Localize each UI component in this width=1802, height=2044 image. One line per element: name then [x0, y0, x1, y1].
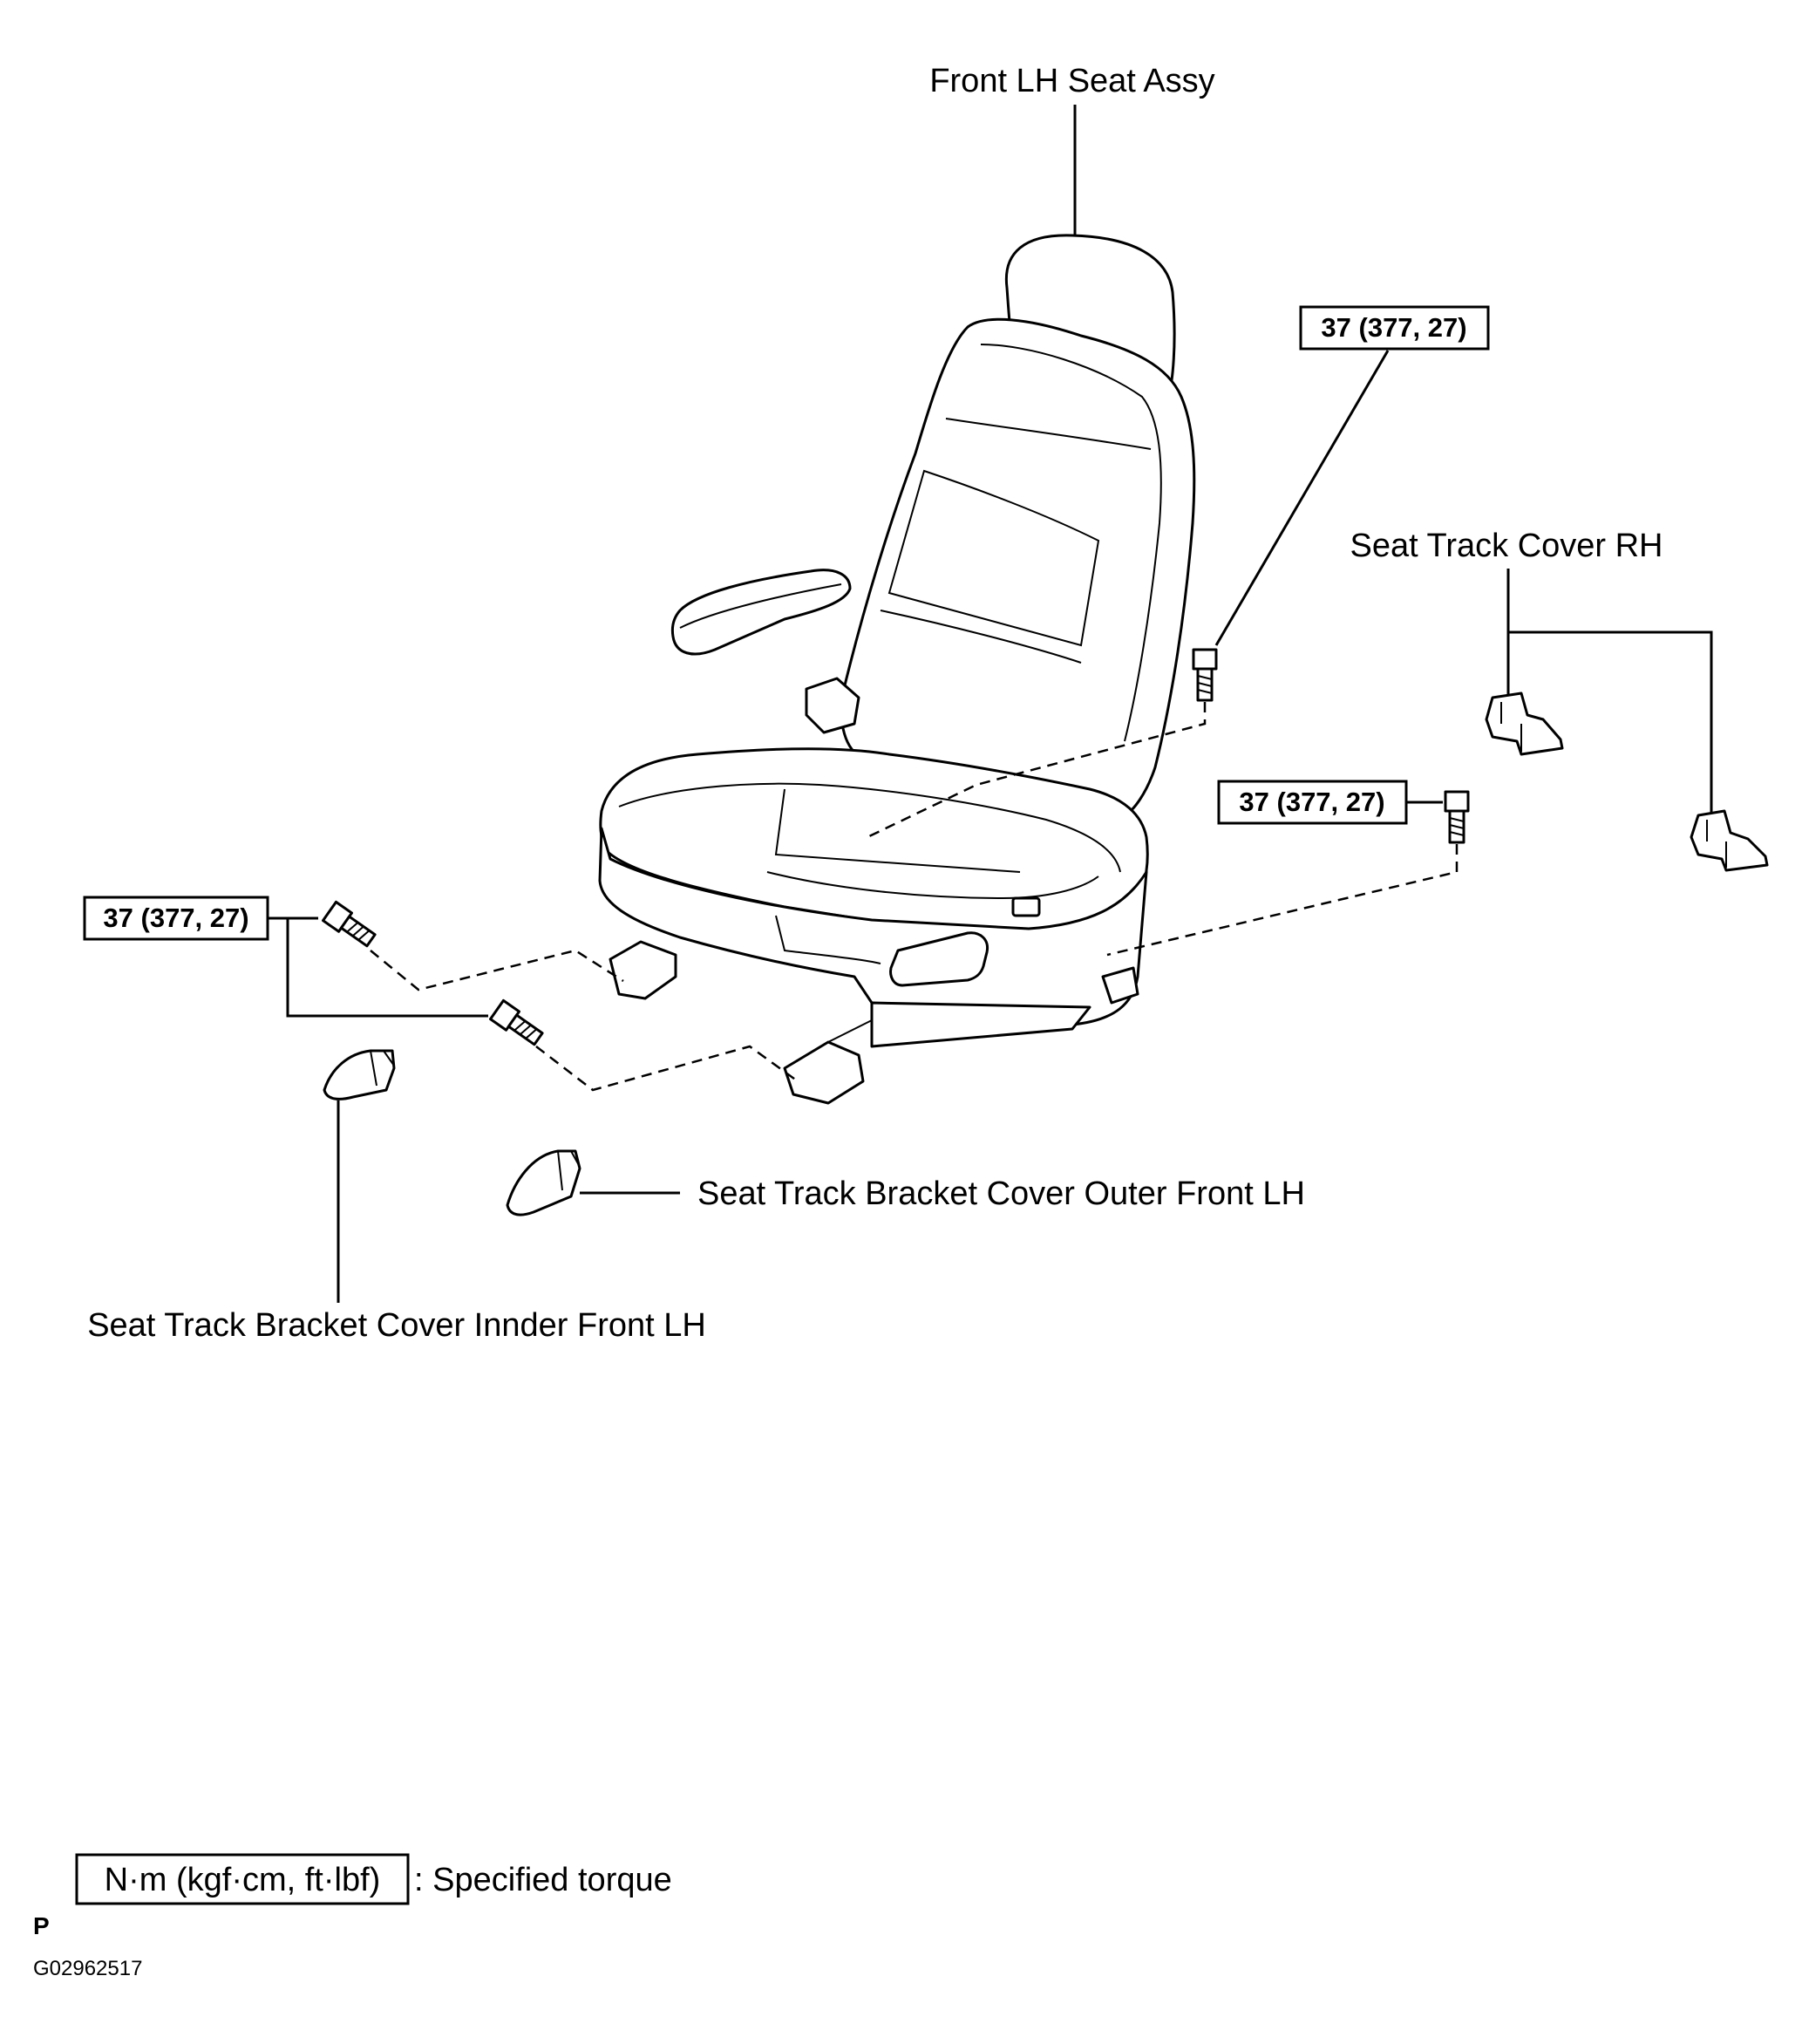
track-bracket-rear-outer: [1101, 966, 1139, 1005]
track-cover-rh-label: Seat Track Cover RH: [1350, 528, 1663, 564]
seat-assy-label: Front LH Seat Assy: [929, 63, 1214, 99]
legend-unit-box: [75, 1853, 410, 1905]
seat-track-frame: [870, 1001, 1091, 1048]
torque-spec-left: 37 (377, 27): [83, 896, 269, 941]
track-rail: [827, 1019, 873, 1043]
front-lh-seat-assy: [598, 234, 1196, 1105]
torque-value: 37 (377, 27): [1321, 312, 1466, 343]
footer-letter: P: [33, 1912, 50, 1939]
cushion-seam: [775, 915, 881, 964]
install-line-left-upper: [370, 949, 624, 991]
legend-unit: N·m (kgf·cm, ft·lbf): [105, 1862, 381, 1898]
bolt-icon: [489, 998, 544, 1046]
track-bracket-rear-inner: [609, 940, 677, 1000]
seatback-panel: [887, 469, 1100, 647]
install-line-mid-right: [1106, 844, 1459, 957]
torque-box: [83, 896, 269, 941]
seatback: [840, 317, 1196, 817]
torque-spec-mid-right: 37 (377, 27): [1217, 780, 1408, 825]
seatback-seam: [980, 344, 1162, 742]
seatback-seam: [880, 610, 1082, 664]
torque-value: 37 (377, 27): [103, 903, 248, 933]
seat-track-bracket-cover-inner-front-lh: [323, 1049, 396, 1100]
bolt-icon: [1192, 648, 1218, 702]
seatbelt-buckle: [805, 677, 860, 734]
install-line-left-lower: [535, 1045, 799, 1092]
bolt-icon: [1444, 790, 1470, 844]
torque-legend: N·m (kgf·cm, ft·lbf) : Specified torque: [75, 1853, 672, 1905]
torque-leader-left-lower: [286, 918, 488, 1018]
cushion-seam: [618, 782, 1121, 873]
armrest-seam: [679, 583, 842, 629]
seatback-seam: [945, 418, 1152, 450]
cushion-seam: [766, 871, 1099, 900]
seat-track-cover-rh-front: [1690, 809, 1769, 872]
seat-cushion-side: [598, 827, 1148, 1026]
torque-value: 37 (377, 27): [1239, 787, 1384, 817]
bracket-cover-outer-label: Seat Track Bracket Cover Outer Front LH: [697, 1175, 1305, 1212]
torque-leader-top-right: [1214, 350, 1390, 646]
figure-code: G02962517: [33, 1957, 142, 1980]
bolt-icon: [322, 900, 377, 948]
track-bracket-front-inner: [783, 1040, 865, 1105]
power-seat-switch: [889, 931, 989, 987]
switch-knob: [1011, 896, 1041, 917]
bracket-cover-inner-label: Seat Track Bracket Cover Innder Front LH: [87, 1307, 706, 1344]
torque-box: [1299, 305, 1490, 351]
torque-spec-top-right: 37 (377, 27): [1299, 305, 1490, 351]
armrest: [670, 569, 852, 656]
legend-description: : Specified torque: [414, 1862, 672, 1898]
install-line-top-right: [867, 702, 1207, 839]
seat-track-cover-rh-rear: [1485, 692, 1564, 756]
track-cover-rh-leader: [1506, 569, 1713, 820]
torque-box: [1217, 780, 1408, 825]
seat-track-bracket-cover-outer-front-lh: [506, 1149, 581, 1216]
cushion-seam: [774, 788, 1021, 873]
